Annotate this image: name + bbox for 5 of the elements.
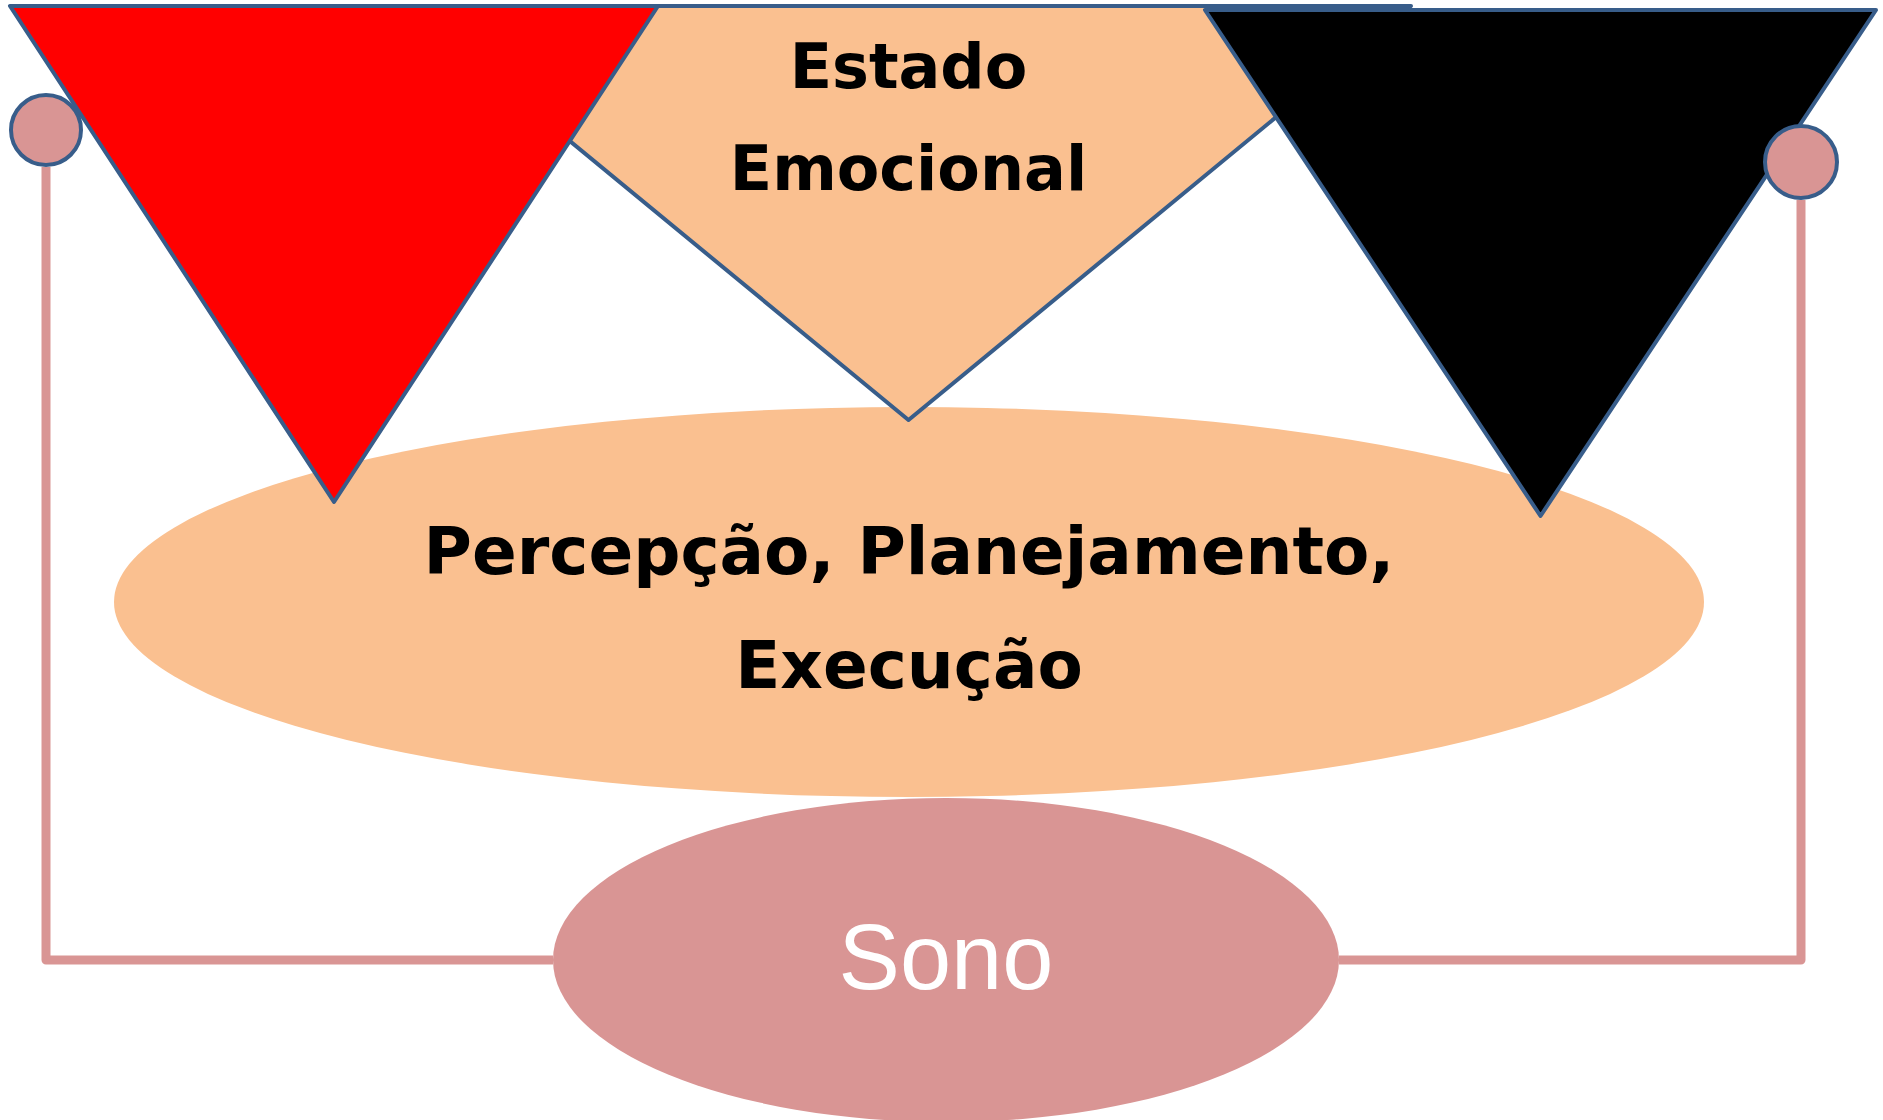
node-label: Percepção, Planejamento, Execução <box>422 512 1396 706</box>
node-label: Sono <box>837 905 1055 1010</box>
node-label: Estado Emocional <box>728 29 1089 208</box>
connector-line <box>41 167 553 965</box>
connector-line <box>1339 200 1806 965</box>
